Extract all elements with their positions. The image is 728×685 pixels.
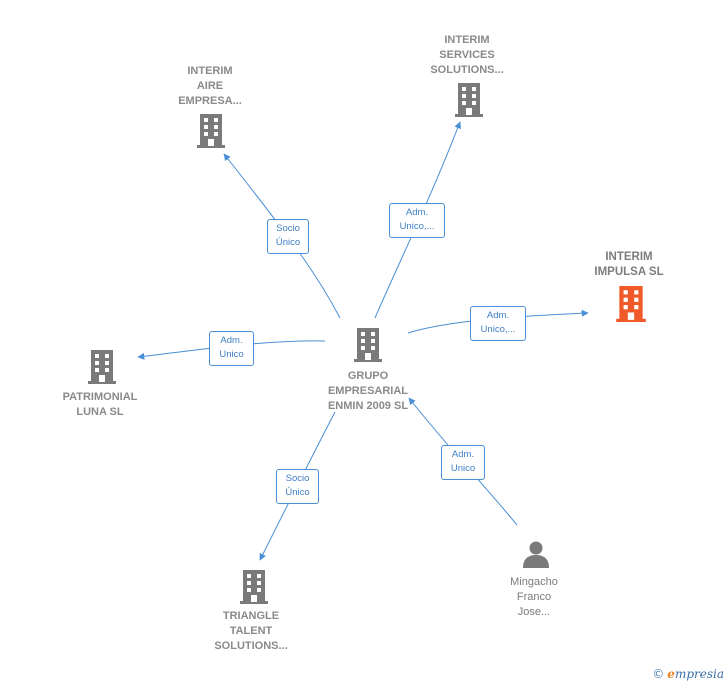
node-interim-aire-label[interactable]: INTERIM AIRE EMPRESA...: [178, 65, 242, 107]
brand-name: mpresia: [674, 667, 724, 681]
node-interim-impulsa-label[interactable]: INTERIM IMPULSA SL: [594, 251, 664, 278]
building-icon[interactable]: [197, 114, 225, 148]
person-icon[interactable]: [522, 540, 550, 568]
node-mingacho-label[interactable]: Mingacho Franco Jose...: [510, 576, 558, 618]
edge-label-to-luna: Adm. Unico: [209, 331, 254, 366]
empresia-watermark: ©empresia: [652, 667, 724, 681]
building-icon[interactable]: [240, 570, 268, 604]
edge-to-aire: [223, 153, 341, 319]
building-icon[interactable]: [616, 286, 646, 322]
copyright-symbol: ©: [652, 667, 665, 681]
edge-label-from-mingacho: Adm. Unico: [441, 445, 485, 480]
edge-label-to-services: Adm. Unico,...: [389, 203, 445, 238]
building-icon[interactable]: [455, 83, 483, 117]
edge-label-to-impulsa: Adm. Unico,...: [470, 306, 526, 341]
edge-label-to-triangle: Socio Único: [276, 469, 319, 504]
edge-label-to-aire: Socio Único: [267, 219, 309, 254]
building-icon[interactable]: [88, 350, 116, 384]
center-node-label[interactable]: GRUPO EMPRESARIAL ENMIN 2009 SL: [327, 370, 409, 412]
brand-initial: e: [667, 667, 675, 681]
node-triangle-talent-label[interactable]: TRIANGLE TALENT SOLUTIONS...: [214, 610, 288, 652]
node-patrimonial-luna-label[interactable]: PATRIMONIAL LUNA SL: [62, 391, 138, 418]
node-interim-services-label[interactable]: INTERIM SERVICES SOLUTIONS...: [430, 34, 504, 76]
building-icon: [354, 328, 382, 362]
